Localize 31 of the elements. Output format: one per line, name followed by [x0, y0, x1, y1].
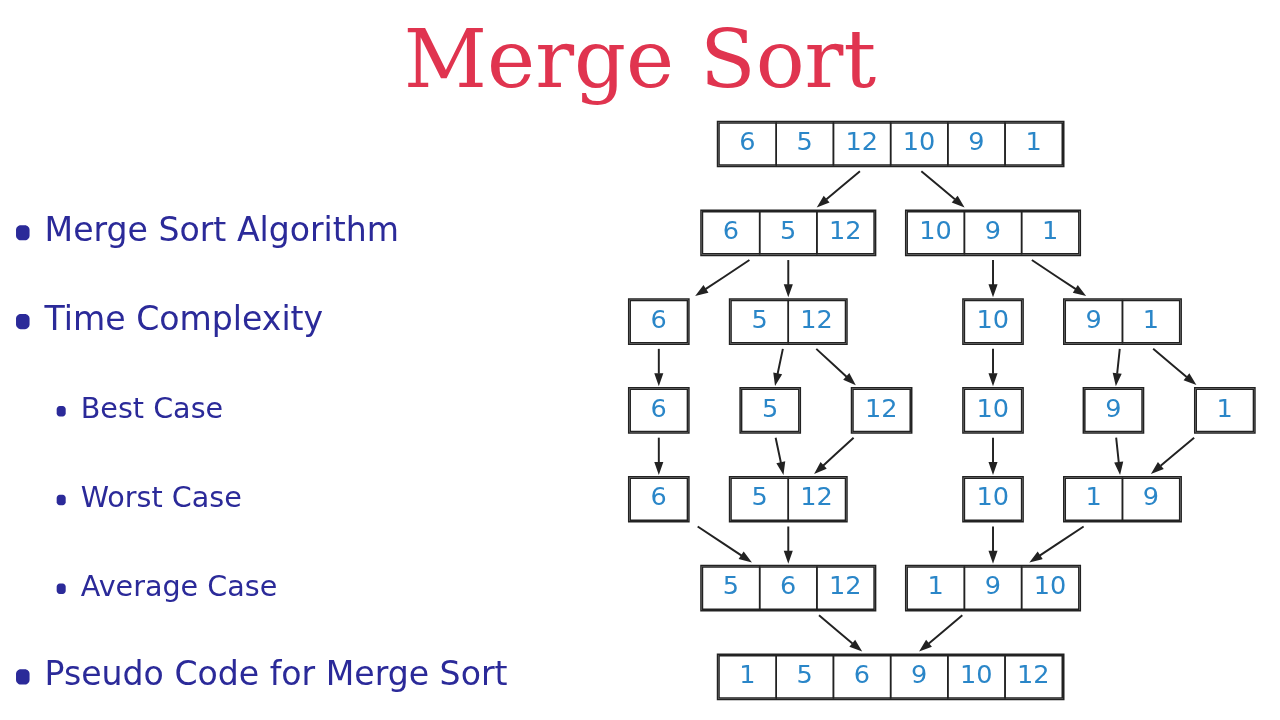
arrow	[988, 436, 998, 475]
label: Worst Case	[80, 480, 242, 515]
arrow	[988, 525, 998, 564]
label: Pseudo Code for Merge Sort	[44, 654, 508, 694]
arrow	[1030, 259, 1087, 296]
arrow	[783, 259, 793, 298]
arrow	[1152, 347, 1197, 386]
label: Average Case	[80, 568, 278, 603]
arrow	[1114, 436, 1124, 475]
arrow	[814, 436, 855, 475]
arrow	[815, 347, 856, 386]
arrow	[1150, 436, 1196, 474]
arrow	[1029, 525, 1085, 563]
diagram-title: Merge Sort	[403, 12, 877, 107]
arrow	[818, 614, 863, 652]
arrow	[1112, 347, 1122, 387]
arrow	[654, 347, 664, 387]
arrow	[919, 614, 964, 652]
arrow	[988, 347, 998, 387]
label: Time Complexity	[44, 299, 324, 339]
arrow	[773, 347, 784, 387]
arrow	[654, 436, 664, 475]
arrow	[695, 259, 751, 296]
arrow	[783, 525, 793, 564]
arrow	[920, 170, 965, 208]
label: Best Case	[80, 391, 224, 426]
arrow	[816, 170, 861, 208]
arrow	[988, 259, 998, 298]
arrow	[696, 525, 752, 563]
arrow	[774, 436, 786, 475]
label: Merge Sort Algorithm	[44, 210, 400, 250]
